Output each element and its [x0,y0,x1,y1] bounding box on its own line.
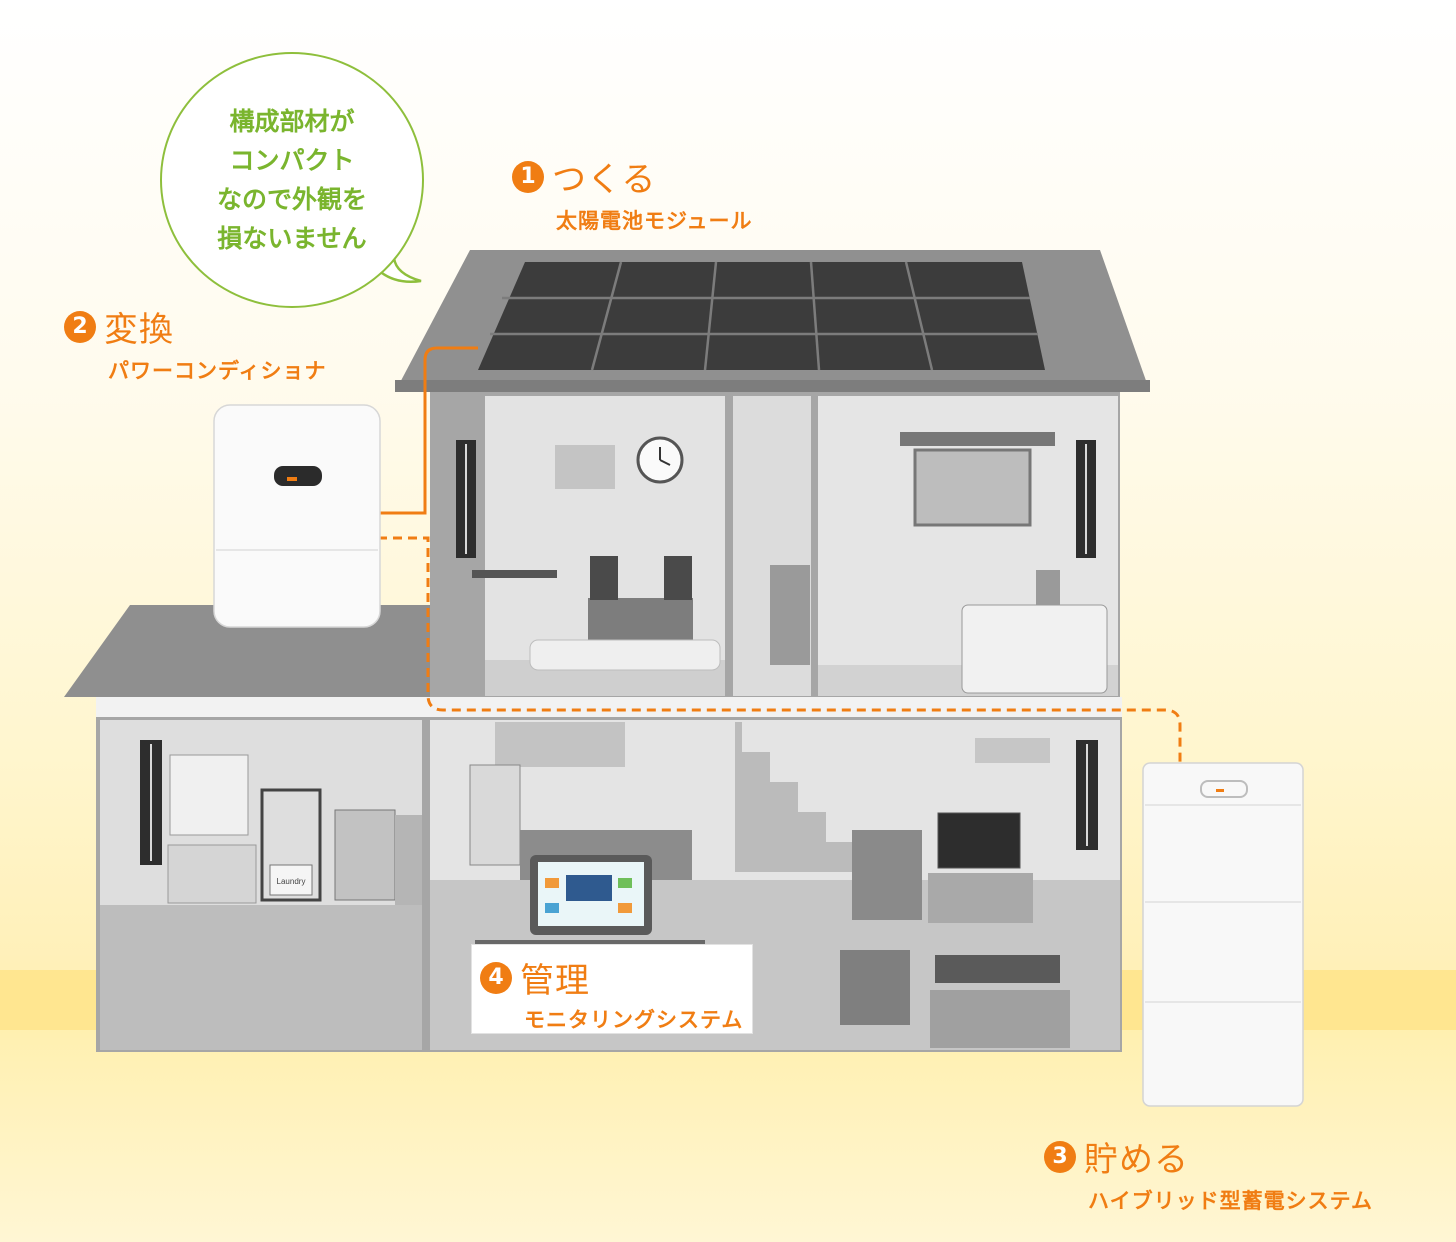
refrigerator [469,764,521,866]
bed [961,604,1108,694]
step-subtitle: 太陽電池モジュール [556,209,753,233]
power-conditioner [213,404,381,628]
step-subtitle: モニタリングシステム [524,1008,744,1032]
laundry-basket [269,864,313,896]
battery-system [1142,762,1304,1107]
vanity-mirror [169,754,249,836]
coffee-table [935,955,1060,983]
upper-cabinets [495,722,625,767]
tv [937,812,1021,869]
audio-rack [588,598,693,643]
speaker-right [664,556,692,600]
armchair [840,950,910,1025]
laundry-sign: Laundry [277,877,306,886]
desk [472,570,557,578]
step-manage-label: 4 管理 モニタリングシステム [480,953,743,1034]
step-title: 管理 [520,961,590,1001]
battery-cable [378,536,1182,765]
step-title: 貯める [1084,1140,1189,1180]
plant-shelf [900,432,1055,446]
hall-railing [770,565,810,665]
washing-machine [334,809,396,901]
laundry-rack [260,788,322,902]
step-convert-label: 2 変換 パワーコンディショナ [64,302,327,385]
step-number-badge: 2 [64,310,96,343]
sofa [930,990,1070,1048]
air-conditioner [975,738,1050,763]
callout-line: なので外観を [216,185,367,214]
tv-stand [928,873,1033,923]
monitoring-tablet [530,855,652,935]
callout-line: 損ないません [217,224,367,253]
solar-panel-array [478,261,1045,371]
tall-cabinet [852,830,922,920]
step-create-label: 1 つくる 太陽電池モジュール [512,152,753,235]
callout-line: 構成部材が [229,107,355,136]
brick-wall [395,815,422,905]
step-subtitle: パワーコンディショナ [108,359,327,383]
step-number-badge: 3 [1044,1140,1076,1173]
bedroom-window [913,448,1032,527]
step-store-label: 3 貯める ハイブリッド型蓄電システム [1044,1132,1373,1215]
pv-cable [378,346,478,515]
callout-bubble: 構成部材が コンパクト なので外観を 損ないません [160,52,424,308]
staircase [735,722,854,872]
annex-roof [64,605,430,697]
callout-line: コンパクト [229,146,355,175]
step-title: 変換 [104,310,174,350]
monitoring-label-box [472,945,752,1033]
side-table [1036,570,1060,605]
step-subtitle: ハイブリッド型蓄電システム [1088,1189,1373,1213]
floor-divider [96,697,1122,717]
study-bed [529,639,721,671]
step-title: つくる [552,160,657,200]
roof-shadow [395,380,1150,392]
step-number-badge: 1 [512,160,544,193]
vanity-cabinet [167,844,257,904]
speaker-left [590,556,618,600]
step-number-badge: 4 [480,961,512,994]
laundry-floor [100,905,422,1050]
wall-shelf [555,445,615,489]
